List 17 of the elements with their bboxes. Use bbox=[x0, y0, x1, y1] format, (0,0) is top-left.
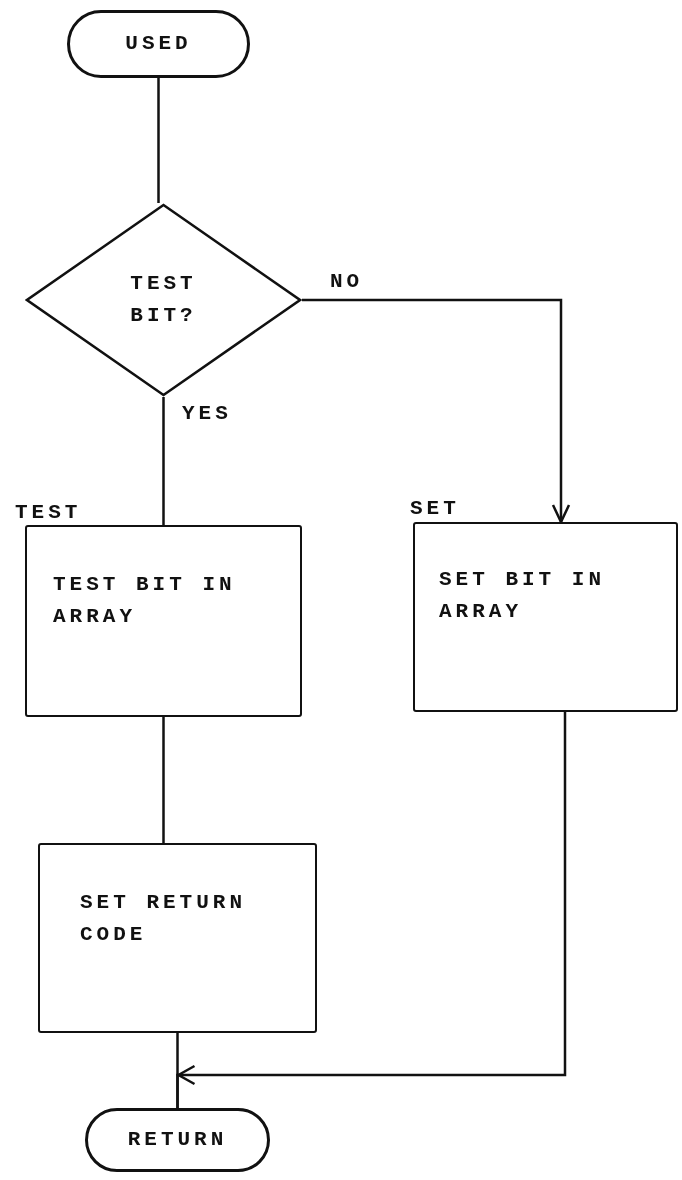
process-box bbox=[38, 843, 317, 1033]
connector-line bbox=[162, 397, 165, 525]
node-text: TEST BIT IN ARRAY bbox=[53, 572, 237, 630]
node-caption: TEST bbox=[15, 500, 82, 526]
process-box bbox=[413, 522, 678, 712]
node-caption: SET bbox=[410, 496, 460, 522]
node-text: USED bbox=[125, 31, 192, 57]
connector-line bbox=[157, 78, 160, 203]
node-text: SET RETURN CODE bbox=[80, 890, 248, 948]
arrow bbox=[302, 298, 571, 524]
node-text: TEST BIT? bbox=[129, 271, 198, 329]
process-box bbox=[25, 525, 302, 717]
node-text: RETURN bbox=[127, 1127, 228, 1153]
connector-line bbox=[162, 717, 165, 843]
decision-diamond bbox=[25, 203, 302, 397]
node-text: SET BIT IN ARRAY bbox=[439, 567, 607, 625]
terminal-box bbox=[85, 1108, 270, 1172]
